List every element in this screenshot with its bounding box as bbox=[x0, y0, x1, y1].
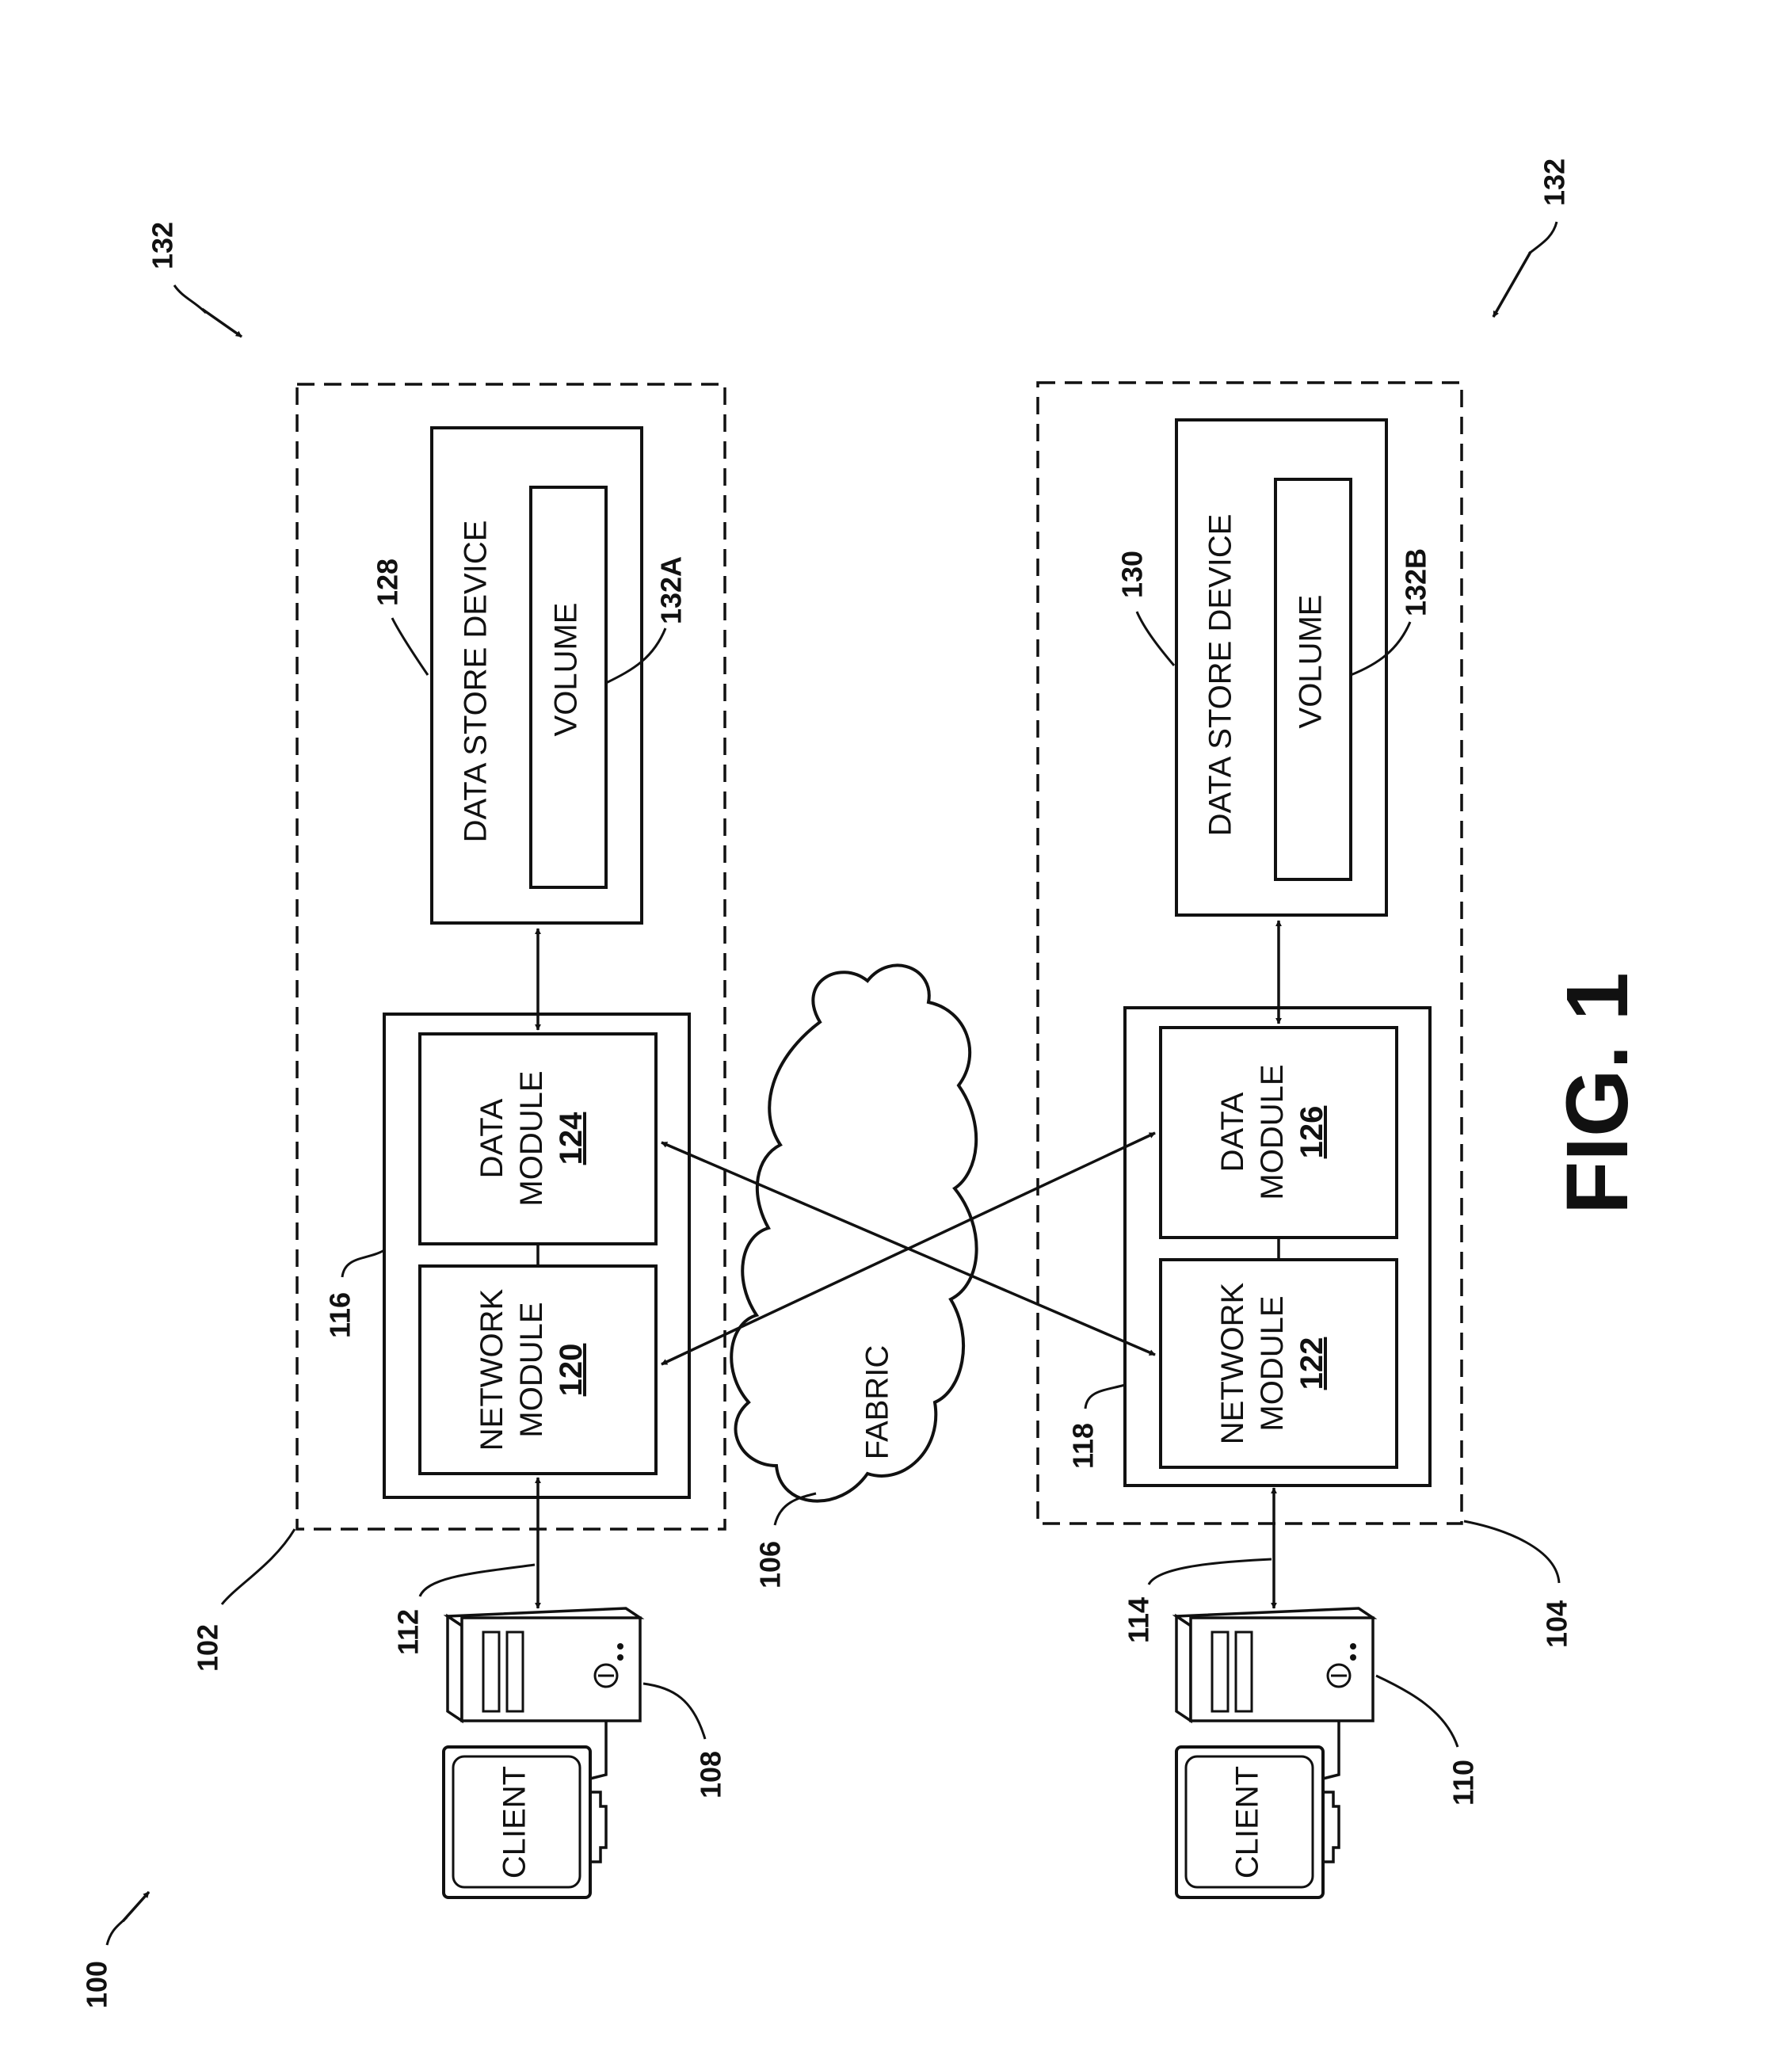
client-cable bbox=[1323, 1721, 1339, 1779]
ref-data-store: 130 bbox=[1116, 551, 1149, 598]
ref-cluster: 102 bbox=[192, 1624, 224, 1672]
ref-system: 100 bbox=[81, 1961, 113, 2008]
ref-group-arrow bbox=[1493, 252, 1531, 317]
ref-data-store-leader bbox=[1137, 612, 1174, 666]
ref-client: 108 bbox=[695, 1751, 727, 1798]
data-module-ref: 126 bbox=[1294, 1106, 1329, 1159]
data-module-line2: MODULE bbox=[514, 1070, 549, 1206]
client-cable bbox=[590, 1721, 606, 1779]
data-module-line1: DATA bbox=[475, 1098, 509, 1178]
fabric-cloud: FABRIC 106 bbox=[731, 965, 976, 1589]
drive-bay-2 bbox=[1236, 1632, 1252, 1711]
led-1 bbox=[1350, 1643, 1356, 1650]
ref-volume: 132B bbox=[1400, 548, 1432, 616]
data-store-device-label: DATA STORE DEVICE bbox=[1203, 514, 1238, 837]
ref-group-arrow bbox=[202, 309, 242, 337]
ref-cluster: 104 bbox=[1541, 1600, 1573, 1648]
fabric-label: FABRIC bbox=[860, 1345, 895, 1459]
server-tower-side bbox=[448, 1616, 462, 1721]
volume-label: VOLUME bbox=[1294, 595, 1329, 729]
ref-group: 132 bbox=[147, 222, 179, 269]
network-module-line2: MODULE bbox=[1255, 1295, 1290, 1431]
data-store-device-label: DATA STORE DEVICE bbox=[459, 521, 494, 843]
figure-caption: FIG. 1 bbox=[1549, 972, 1646, 1215]
network-module-line1: NETWORK bbox=[475, 1288, 509, 1451]
drive-bay-1 bbox=[1212, 1632, 1228, 1711]
ref-node: 118 bbox=[1067, 1423, 1100, 1469]
ref-node-leader bbox=[342, 1250, 384, 1277]
ref-cluster-leader bbox=[1464, 1521, 1559, 1583]
cluster-104: DATA STORE DEVICE VOLUME DATA MODULE 126… bbox=[1038, 158, 1573, 1897]
server-tower bbox=[448, 1608, 640, 1721]
ref-fabric: 106 bbox=[754, 1541, 787, 1589]
drive-bay-2 bbox=[507, 1632, 523, 1711]
ref-cluster-leader bbox=[222, 1529, 295, 1604]
ref-link: 114 bbox=[1123, 1597, 1155, 1643]
client-monitor: CLIENT bbox=[444, 1747, 606, 1897]
ref-group-leader bbox=[1529, 222, 1557, 254]
network-module-line2: MODULE bbox=[514, 1302, 549, 1437]
cluster-102: DATA STORE DEVICE VOLUME DATA MODULE 124… bbox=[147, 222, 727, 1897]
led-2 bbox=[1350, 1654, 1356, 1661]
ref-node-leader bbox=[1085, 1385, 1125, 1409]
network-module-ref: 122 bbox=[1294, 1337, 1329, 1390]
network-module-line1: NETWORK bbox=[1215, 1282, 1250, 1444]
client-monitor: CLIENT bbox=[1176, 1747, 1339, 1897]
data-module-ref: 124 bbox=[554, 1112, 589, 1165]
ref-client: 110 bbox=[1447, 1760, 1480, 1806]
ref-client-leader bbox=[1376, 1676, 1458, 1747]
ref-link-leader bbox=[1149, 1559, 1272, 1585]
ref-link: 112 bbox=[392, 1609, 425, 1655]
client-label: CLIENT bbox=[498, 1766, 532, 1878]
ref-system-arrow bbox=[123, 1892, 149, 1921]
ref-data-store: 128 bbox=[372, 559, 404, 606]
ref-client-leader bbox=[643, 1684, 705, 1739]
ref-group-leader bbox=[174, 285, 206, 313]
monitor-stand bbox=[590, 1792, 606, 1862]
data-module-line2: MODULE bbox=[1255, 1064, 1290, 1200]
ref-group: 132 bbox=[1538, 158, 1571, 206]
led-1 bbox=[617, 1643, 623, 1650]
data-module-line1: DATA bbox=[1215, 1092, 1250, 1172]
monitor-stand bbox=[1323, 1792, 1339, 1862]
server-tower bbox=[1176, 1608, 1373, 1721]
server-tower-side bbox=[1176, 1616, 1191, 1721]
ref-link-leader bbox=[420, 1565, 535, 1596]
drive-bay-1 bbox=[483, 1632, 499, 1711]
volume-label: VOLUME bbox=[549, 603, 584, 737]
ref-volume: 132A bbox=[655, 556, 688, 624]
network-module-ref: 120 bbox=[554, 1344, 589, 1397]
led-2 bbox=[617, 1654, 623, 1661]
ref-node: 116 bbox=[324, 1292, 356, 1338]
ref-data-store-leader bbox=[392, 618, 428, 675]
client-label: CLIENT bbox=[1230, 1766, 1265, 1878]
